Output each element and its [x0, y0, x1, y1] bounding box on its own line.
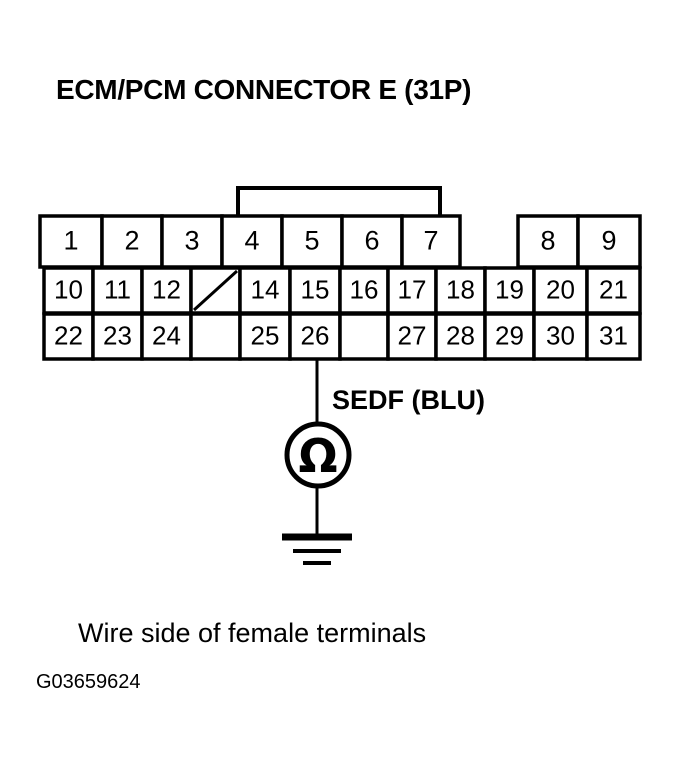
terminal-number: 10	[54, 274, 83, 304]
connector-cell	[532, 312, 589, 361]
terminal-number: 14	[251, 274, 280, 304]
unused-terminal-slash-icon	[192, 269, 239, 312]
connector-cell-blank	[338, 312, 390, 361]
connector-cell	[238, 312, 292, 361]
terminal-number: 25	[251, 320, 280, 350]
terminal-number: 26	[301, 320, 330, 350]
terminal-number: 29	[495, 320, 524, 350]
terminal-number: 8	[540, 226, 555, 256]
connector-cell	[42, 312, 95, 361]
connector-cell-blank	[189, 312, 242, 361]
figure-id-label: G03659624	[36, 671, 141, 693]
terminal-number: 5	[304, 226, 319, 256]
connector-cell	[483, 312, 536, 361]
terminal-number: 3	[184, 226, 199, 256]
page-title: ECM/PCM CONNECTOR E (31P)	[56, 74, 472, 105]
terminal-number: 24	[152, 320, 181, 350]
connector-cell	[42, 266, 95, 315]
terminal-number: 21	[599, 274, 628, 304]
terminal-number: 7	[423, 226, 438, 256]
connector-cell	[100, 214, 164, 269]
terminal-number: 18	[446, 274, 475, 304]
terminal-number: 12	[152, 274, 181, 304]
terminal-number: 23	[103, 320, 132, 350]
terminal-number: 1	[63, 226, 78, 256]
connector-cell	[516, 214, 580, 269]
terminal-number: 6	[364, 226, 379, 256]
connector-cell	[400, 214, 462, 269]
connector-cell	[483, 266, 536, 315]
terminal-number: 27	[398, 320, 427, 350]
connector-cell	[160, 214, 224, 269]
connector-row-3: 22 23 24 25 26 27 28 29 30 31	[42, 312, 642, 361]
terminal-number: 31	[599, 320, 628, 350]
connector-row-2: 10 11 12 14 15 16 17 18 19 20 21	[42, 266, 642, 315]
terminal-group-bracket	[236, 186, 442, 216]
probe-wire-label: SEDF (BLU)	[332, 385, 485, 415]
terminal-number: 17	[398, 274, 427, 304]
terminal-number: 22	[54, 320, 83, 350]
connector-bracket	[236, 186, 442, 216]
connector-cell	[576, 214, 642, 269]
connector-cell	[38, 214, 104, 269]
terminal-number: 15	[301, 274, 330, 304]
connector-cell	[434, 312, 487, 361]
connector-cell	[386, 312, 438, 361]
connector-cell	[140, 266, 193, 315]
diagram-caption: Wire side of female terminals	[78, 618, 427, 648]
connector-cell	[585, 312, 642, 361]
ohmmeter-probe-circuit: Ω	[282, 358, 352, 565]
connector-row-1: 1 2 3 4 5 6 7 8 9	[38, 214, 642, 269]
ohm-symbol: Ω	[298, 429, 337, 483]
terminal-number: 20	[546, 274, 575, 304]
terminal-number: 30	[546, 320, 575, 350]
terminal-number: 9	[601, 226, 616, 256]
terminal-number: 16	[350, 274, 379, 304]
terminal-number: 28	[446, 320, 475, 350]
terminal-number: 4	[244, 226, 259, 256]
connector-cell	[140, 312, 193, 361]
terminal-number: 11	[104, 274, 131, 304]
terminal-number: 19	[495, 274, 524, 304]
terminal-number: 2	[124, 226, 139, 256]
